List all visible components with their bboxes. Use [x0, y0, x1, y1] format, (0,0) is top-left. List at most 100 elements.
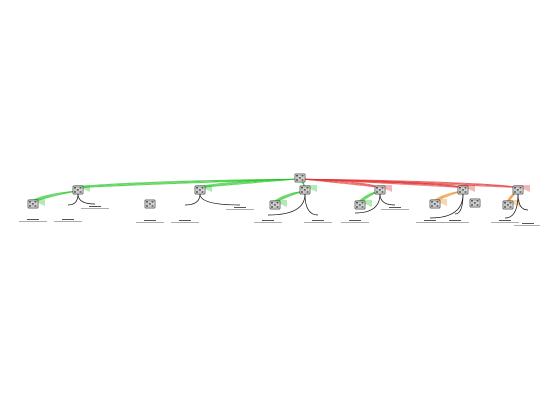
caption-title-mark	[234, 207, 246, 208]
board-cell	[148, 201, 151, 203]
connector-line	[77, 193, 96, 205]
board-cell	[459, 191, 462, 193]
connector-line	[379, 193, 396, 206]
leaf-caption-mark	[136, 220, 164, 223]
leaf-caption-mark	[341, 220, 369, 223]
caption-body-mark	[19, 221, 47, 222]
board-cell	[148, 203, 151, 205]
board-cell	[473, 200, 476, 202]
board-cell	[473, 204, 476, 206]
board-cell	[271, 206, 274, 208]
board-cell	[504, 204, 507, 206]
board-cell	[296, 179, 299, 181]
caption-body-mark	[514, 225, 540, 226]
board-cell	[196, 187, 199, 189]
board-cell	[201, 187, 204, 189]
board-cell	[459, 189, 462, 191]
board-cell	[76, 187, 79, 189]
connector-line	[199, 193, 241, 206]
leaf-caption-mark	[416, 220, 444, 223]
board-cell	[433, 201, 436, 203]
board-cell	[79, 187, 82, 189]
board-cell	[151, 203, 154, 205]
board-cell	[464, 187, 467, 189]
leaf-caption-mark	[54, 219, 82, 222]
board-cell	[378, 189, 381, 191]
board-cell	[151, 205, 154, 207]
board-cell	[201, 191, 204, 193]
board-cell	[361, 206, 364, 208]
board-cell	[519, 191, 522, 193]
leaf-caption-mark	[19, 219, 47, 222]
board-cell	[306, 189, 309, 191]
connector-line	[267, 193, 306, 216]
caption-body-mark	[254, 222, 282, 223]
board-node-b2	[194, 185, 206, 195]
connector-line	[184, 193, 201, 206]
board-cell	[301, 177, 304, 179]
board-cell	[459, 187, 462, 189]
connector-line	[517, 193, 529, 211]
board-cell	[358, 206, 361, 208]
board-cell	[514, 189, 517, 191]
board-cell	[461, 191, 464, 193]
board-cell	[376, 189, 379, 191]
board-cell	[74, 189, 77, 191]
board-cell	[356, 202, 359, 204]
board-cell	[273, 206, 276, 208]
board-node-b1a	[27, 199, 39, 209]
board-cell	[431, 203, 434, 205]
connector-line	[67, 193, 79, 206]
board-cell	[151, 201, 154, 203]
board-node-b3	[299, 185, 311, 195]
leaf-caption-mark	[226, 207, 254, 210]
board-cell	[476, 202, 479, 204]
caption-body-mark	[416, 222, 444, 223]
board-cell	[79, 189, 82, 191]
board-cell	[381, 187, 384, 189]
leaf-caption-mark	[491, 220, 519, 223]
board-cell	[76, 189, 79, 191]
board-cell	[146, 201, 149, 203]
board-cell	[306, 191, 309, 193]
board-cell	[376, 187, 379, 189]
board-cell	[514, 187, 517, 189]
board-cell	[506, 206, 509, 208]
leaf-caption-mark	[514, 223, 540, 226]
board-node-b5	[457, 185, 469, 195]
board-cell	[464, 191, 467, 193]
leaf-caption-mark	[254, 220, 282, 223]
board-cell	[461, 187, 464, 189]
board-cell	[298, 175, 301, 177]
caption-body-mark	[81, 208, 109, 209]
board-cell	[303, 191, 306, 193]
connector-line	[354, 193, 381, 214]
board-cell	[303, 189, 306, 191]
board-cell	[473, 202, 476, 204]
caption-title-mark	[449, 220, 461, 221]
board-cell	[433, 203, 436, 205]
board-cell	[436, 205, 439, 207]
board-cell	[198, 189, 201, 191]
board-node-b5b	[469, 198, 481, 208]
board-cell	[504, 202, 507, 204]
board-cell	[34, 205, 37, 207]
caption-body-mark	[381, 209, 409, 210]
board-cell	[198, 191, 201, 193]
caption-title-mark	[499, 220, 511, 221]
board-cell	[196, 189, 199, 191]
board-cell	[381, 191, 384, 193]
board-cell	[516, 191, 519, 193]
caption-title-mark	[312, 220, 324, 221]
board-cell	[471, 202, 474, 204]
board-cell	[296, 177, 299, 179]
caption-body-mark	[491, 222, 519, 223]
caption-body-mark	[341, 222, 369, 223]
board-cell	[273, 204, 276, 206]
board-cell	[31, 205, 34, 207]
board-cell	[358, 202, 361, 204]
board-node-b4	[374, 185, 386, 195]
board-cell	[356, 204, 359, 206]
connector-line	[304, 193, 319, 216]
